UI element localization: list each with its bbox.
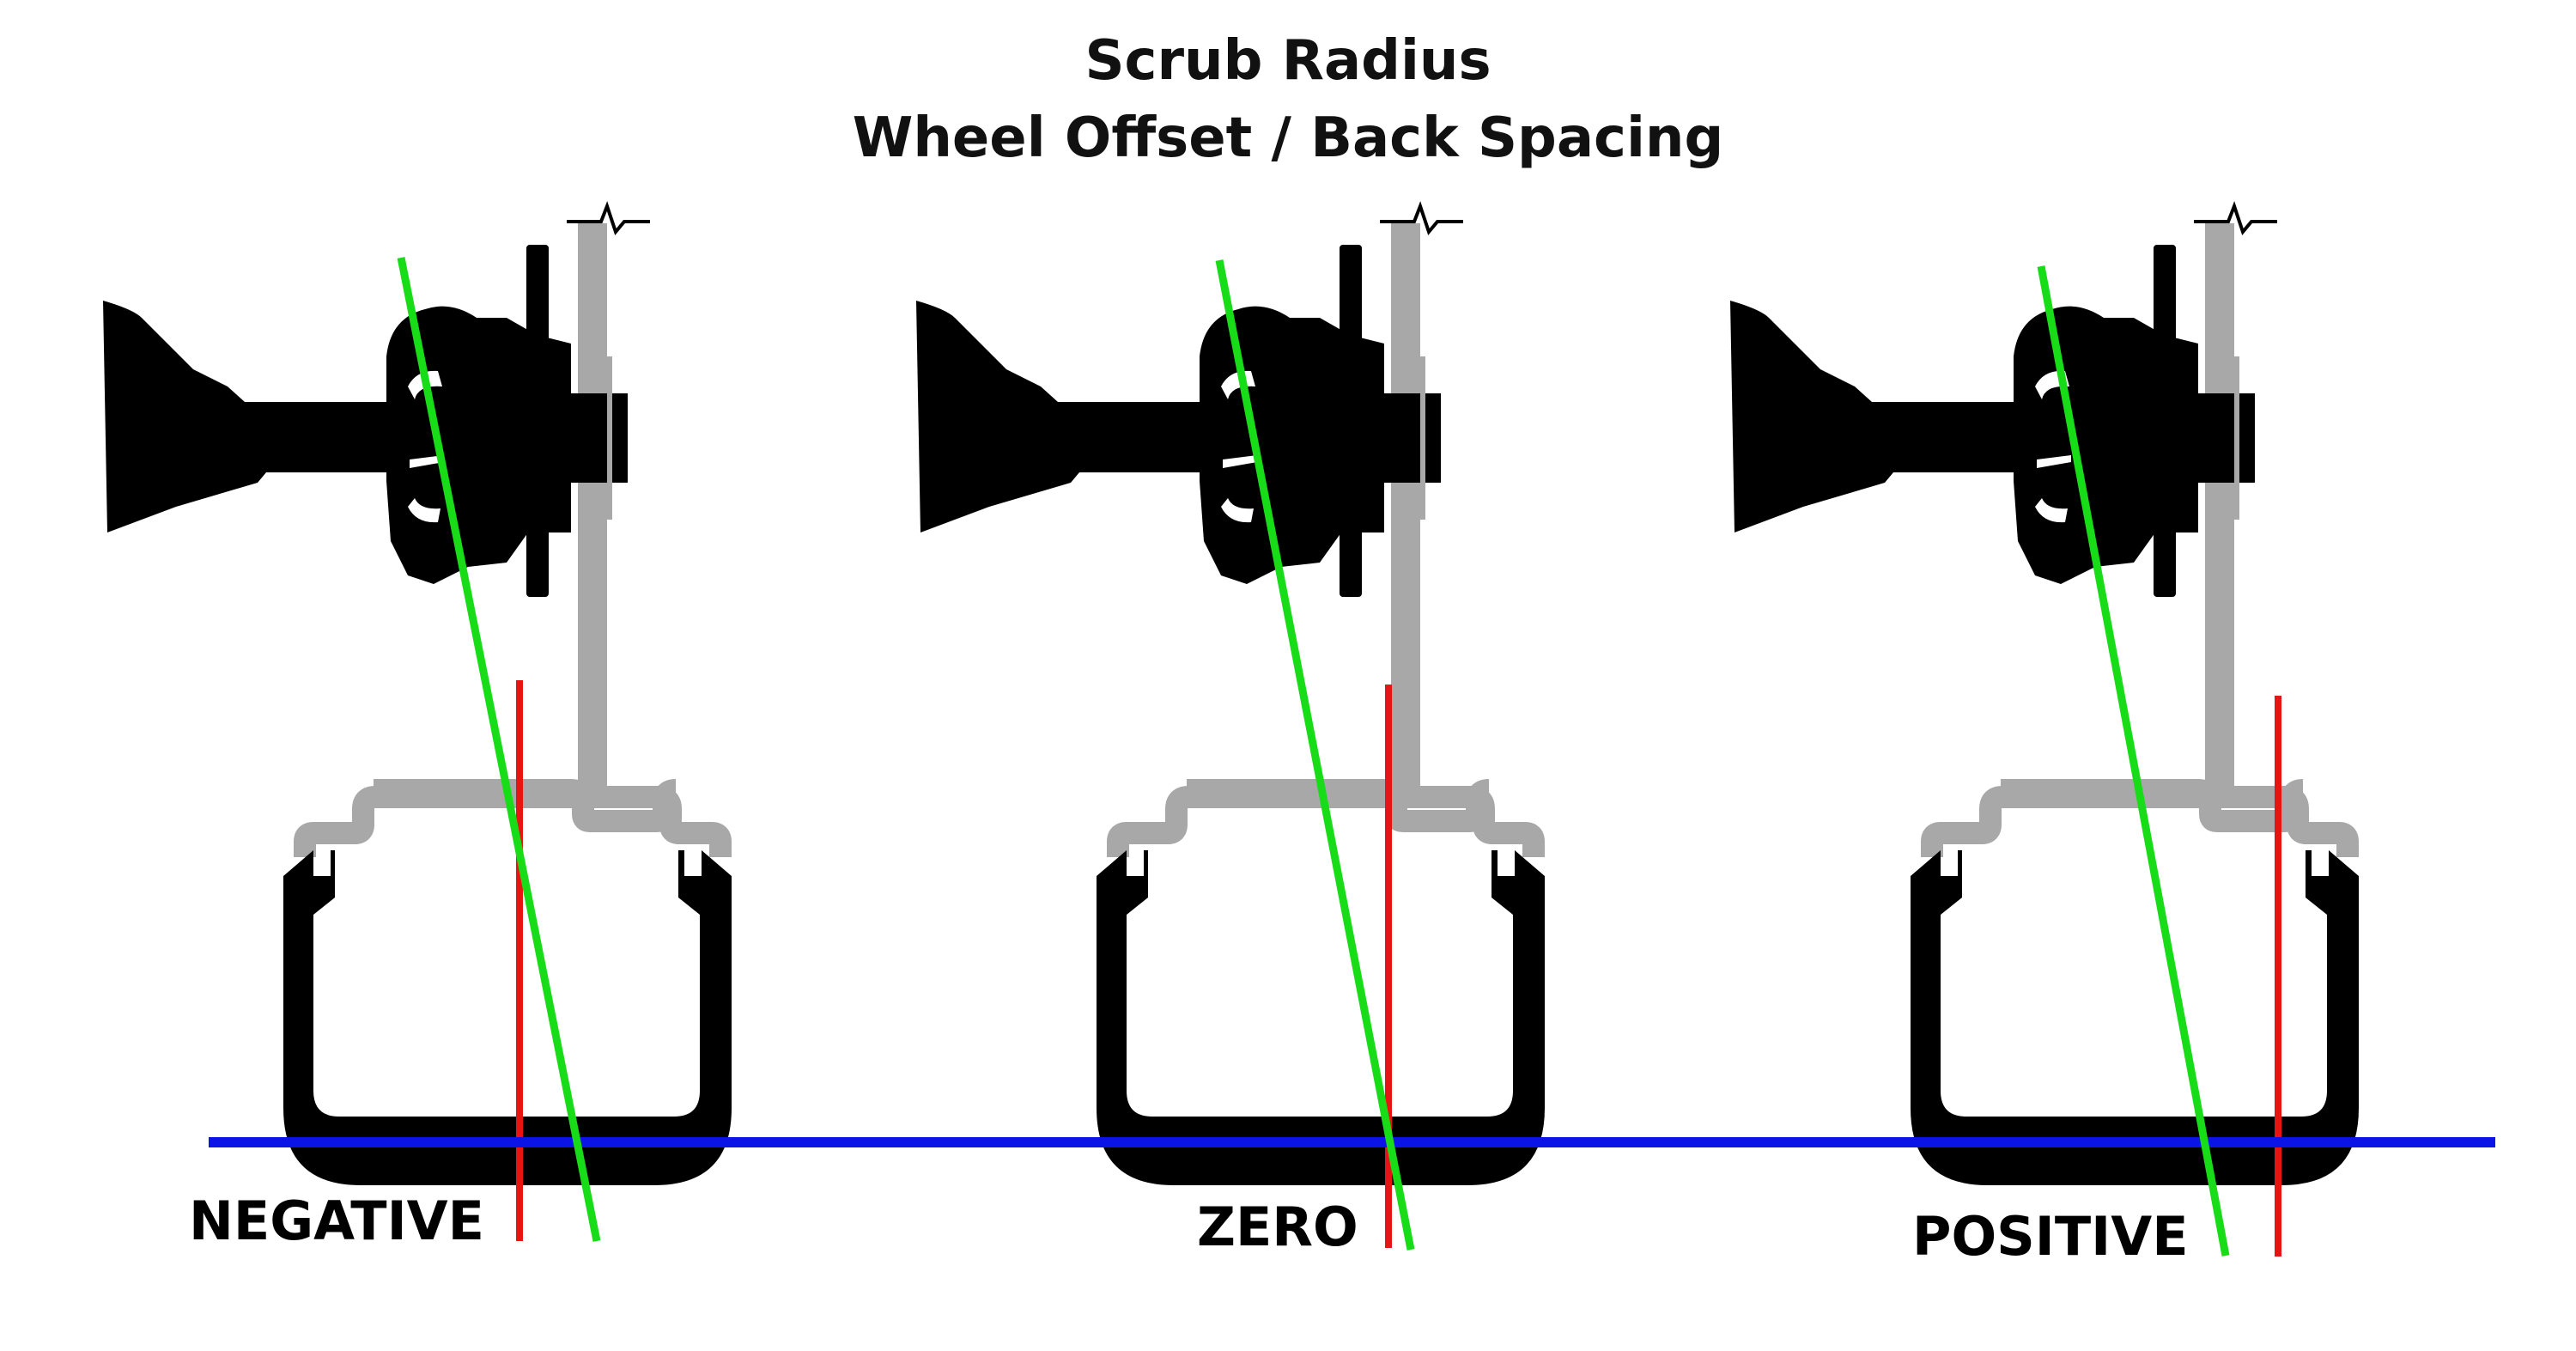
steering-axis-negative xyxy=(397,257,601,1242)
steering-axis-zero xyxy=(1215,259,1415,1251)
diagram-title-line2: Wheel Offset / Back Spacing xyxy=(853,106,1724,170)
assembly-zero xyxy=(916,206,1545,1185)
steering-axis-positive xyxy=(2037,265,2230,1257)
assembly-positive xyxy=(1730,206,2359,1185)
label-zero: ZERO xyxy=(1197,1196,1358,1258)
label-positive: POSITIVE xyxy=(1912,1205,2189,1268)
diagram-title-line1: Scrub Radius xyxy=(1084,29,1491,93)
label-negative: NEGATIVE xyxy=(189,1190,484,1252)
